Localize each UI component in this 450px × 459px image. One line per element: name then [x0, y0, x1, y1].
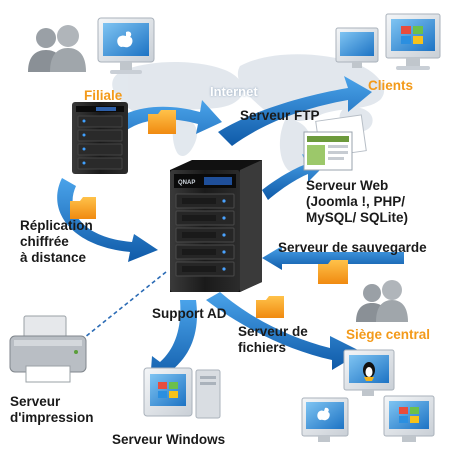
- folder-icon: [318, 260, 348, 284]
- web-pages-icon: [303, 114, 367, 171]
- arrow-backup: [262, 246, 404, 270]
- arrow-file-server: [206, 292, 362, 370]
- windows-monitor-icon: [383, 395, 435, 442]
- label-filiale: Filiale: [84, 88, 123, 103]
- mac-monitor-icon: [301, 397, 349, 442]
- label-print-server: Serveur d'impression: [10, 394, 94, 425]
- arrow-windows-server: [150, 300, 197, 384]
- folder-icon: [256, 296, 284, 318]
- arrow-filiale-bottom: [57, 178, 158, 262]
- label-ad-support: Support AD: [152, 306, 227, 321]
- nas-brand-label: QNAP: [178, 180, 195, 186]
- label-backup-server: Serveur de sauvegarde: [278, 240, 427, 255]
- client-computers-icon: [335, 13, 441, 70]
- branch-nas-device: [72, 102, 128, 174]
- mac-monitor-icon: [97, 17, 155, 74]
- folder-icon: [148, 110, 176, 134]
- label-web-server: Serveur Web (Joomla !, PHP/ MySQL/ SQLit…: [306, 178, 409, 225]
- label-head-office: Siège central: [346, 327, 431, 342]
- label-internet: Internet: [210, 84, 258, 99]
- windows-server-icon: [143, 367, 221, 419]
- label-replication: Réplication chiffrée à distance: [20, 218, 93, 265]
- central-nas-device: QNAP: [170, 160, 262, 292]
- arrow-to-clients: [218, 76, 372, 146]
- connection-arrows: [57, 76, 404, 384]
- label-windows-server: Serveur Windows: [112, 432, 226, 447]
- label-ftp-server: Serveur FTP: [240, 108, 320, 123]
- users-icon: [28, 25, 86, 72]
- label-clients: Clients: [368, 78, 414, 93]
- printer-icon: [9, 315, 87, 383]
- printer-dashed-link: [73, 271, 167, 347]
- linux-monitor-icon: [343, 349, 395, 396]
- label-file-server: Serveur de fichiers: [238, 324, 308, 355]
- users-icon: [356, 280, 408, 322]
- folder-icon: [70, 197, 96, 219]
